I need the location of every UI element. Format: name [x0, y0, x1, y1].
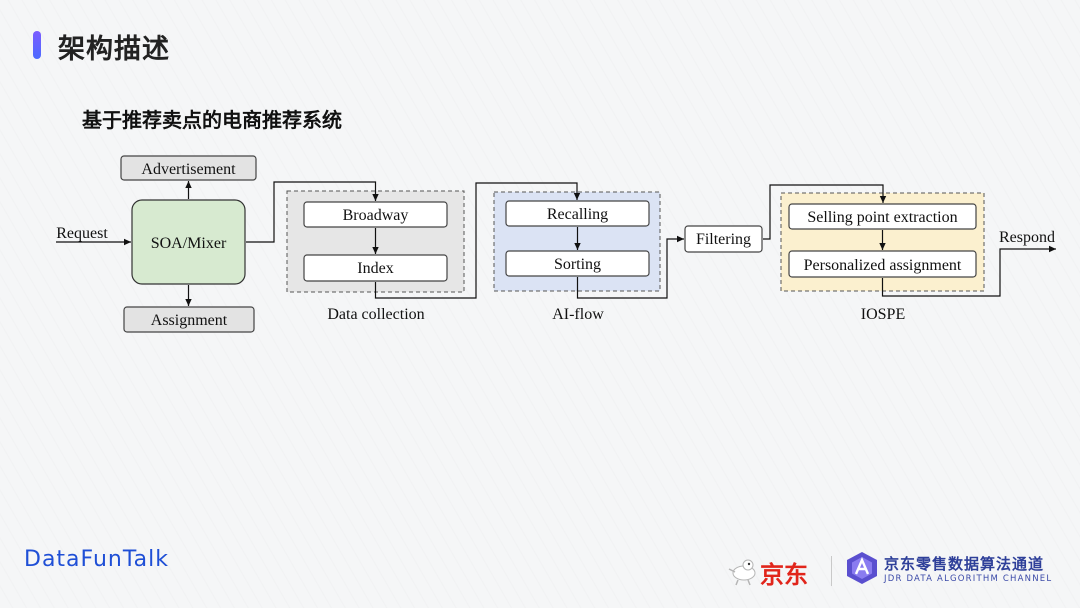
- personalized-box: [788, 250, 977, 278]
- respond-connector: [881, 245, 1056, 297]
- request-label: Request: [56, 225, 108, 242]
- personalized-label: Personalized assignment: [804, 257, 962, 274]
- channel-name-en: JDR DATA ALGORITHM CHANNEL: [884, 574, 1053, 584]
- respond-label: Respond: [999, 229, 1055, 246]
- advertisement-box: [120, 155, 257, 181]
- page-title: 架构描述: [58, 34, 170, 65]
- jd-wordmark: 京东: [760, 561, 808, 589]
- broadway-label: Broadway: [343, 207, 409, 224]
- selling-point-label: Selling point extraction: [807, 209, 957, 226]
- ai-flow-caption: AI-flow: [552, 306, 604, 323]
- broadway-box: [303, 201, 448, 228]
- sorting-to-filtering-connector: [576, 235, 684, 299]
- assignment-label: Assignment: [151, 312, 228, 329]
- soa-to-broadway-connector: [246, 181, 379, 243]
- index-label: Index: [357, 260, 393, 277]
- recalling-label: Recalling: [547, 206, 608, 223]
- filtering-box: [684, 225, 763, 253]
- assignment-box: [123, 306, 255, 333]
- section-subtitle: 基于推荐卖点的电商推荐系统: [82, 108, 342, 132]
- iospe-caption: IOSPE: [861, 306, 905, 323]
- soa-mixer-label: SOA/Mixer: [151, 235, 227, 252]
- index-to-recalling-connector: [374, 182, 581, 299]
- filtering-label: Filtering: [696, 231, 751, 248]
- channel-logo-icon: [847, 552, 877, 584]
- sorting-label: Sorting: [554, 256, 601, 273]
- recalling-box: [505, 200, 650, 227]
- datafuntalk-brand: DataFunTalk: [24, 547, 169, 572]
- soa-mixer-box: [131, 199, 246, 285]
- jd-dog-logo-icon: [728, 559, 756, 586]
- footer-divider: [831, 556, 832, 586]
- data-collection-caption: Data collection: [327, 306, 424, 323]
- filtering-to-selling-connector: [763, 184, 887, 240]
- title-accent-bar: [33, 31, 41, 59]
- advertisement-label: Advertisement: [141, 161, 236, 178]
- sorting-box: [505, 250, 650, 277]
- selling-point-box: [788, 203, 977, 230]
- channel-name-cn: 京东零售数据算法通道: [884, 555, 1045, 573]
- index-box: [303, 254, 448, 282]
